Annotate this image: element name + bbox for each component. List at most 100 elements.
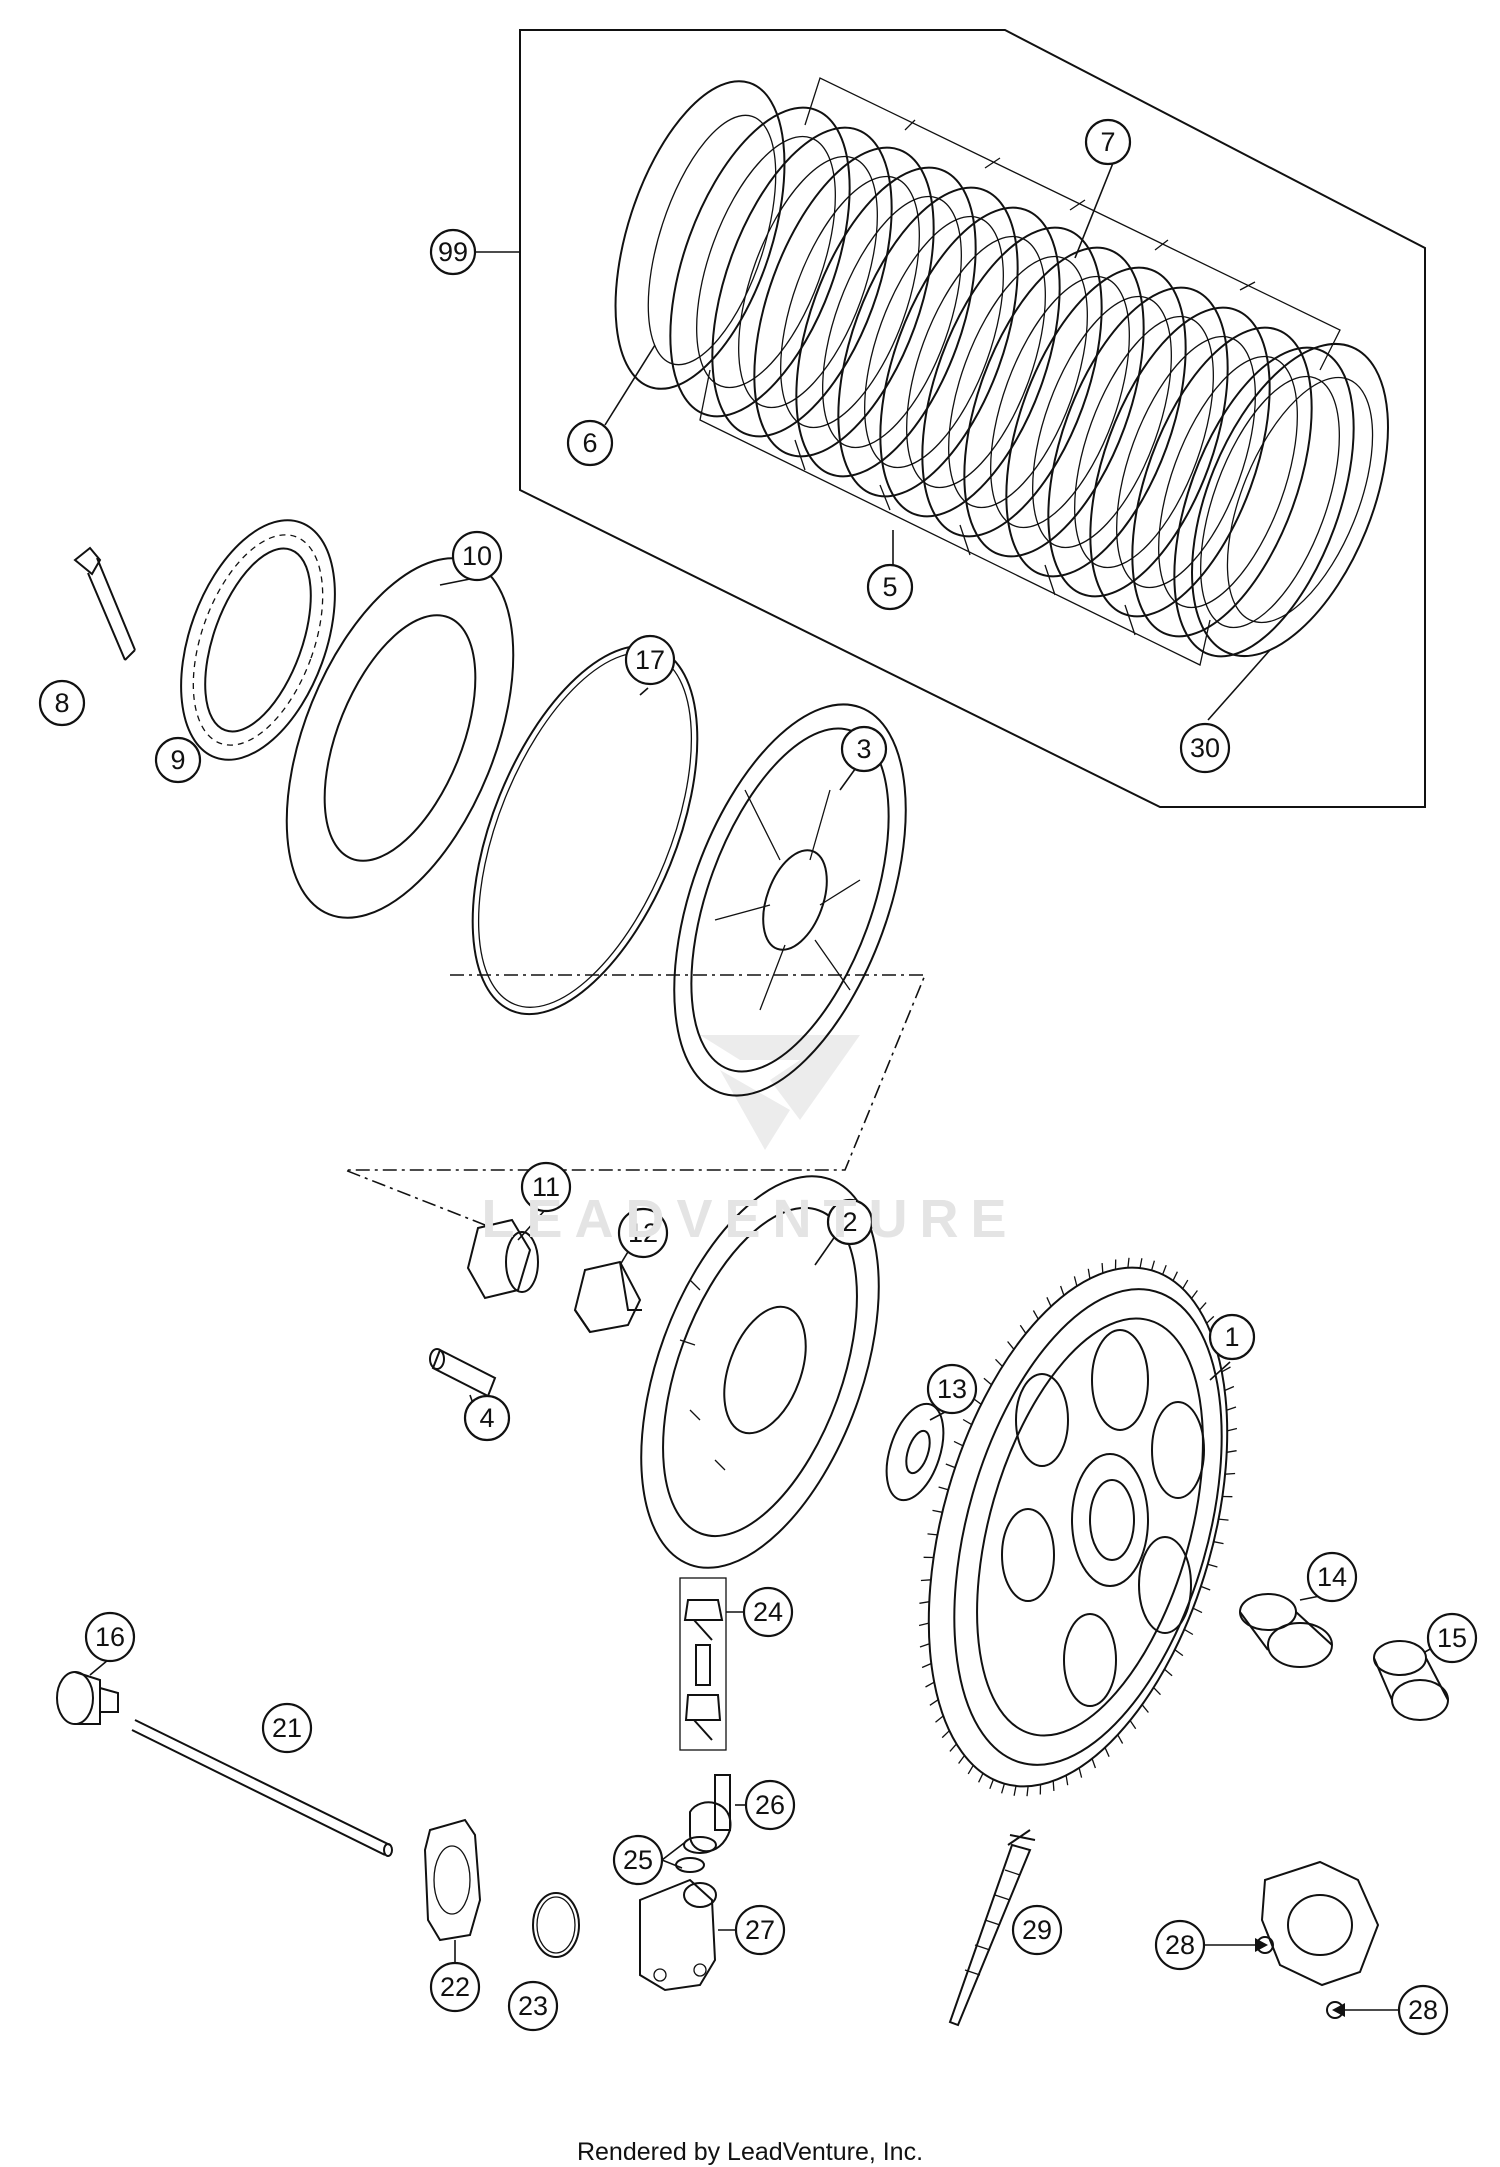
svg-text:1: 1 [1224, 1322, 1239, 1352]
gear-tooth [1225, 1387, 1234, 1391]
gear-tooth [919, 1623, 929, 1625]
bleeder-valve-kit-24 [680, 1578, 726, 1750]
clutch-disc [718, 124, 970, 480]
gear-tooth [1008, 1342, 1014, 1350]
slave-cylinder-27 [640, 1880, 716, 1990]
callout-8[interactable]: 8 [40, 681, 84, 725]
gear-tooth [1219, 1519, 1229, 1520]
gear-tooth [1102, 1263, 1103, 1273]
gear-tooth [1020, 1325, 1026, 1333]
gear-tooth [946, 1464, 955, 1468]
callout-3[interactable]: 3 [842, 727, 886, 771]
svg-text:14: 14 [1317, 1562, 1347, 1592]
gear-tooth [1130, 1721, 1136, 1729]
callout-5[interactable]: 5 [868, 565, 912, 609]
svg-text:25: 25 [623, 1845, 653, 1875]
gear-tooth [921, 1580, 931, 1581]
watermark-text: LEADVENTURE [0, 1188, 1500, 1250]
svg-text:24: 24 [753, 1597, 783, 1627]
callout-28-right[interactable]: 28 [1399, 1986, 1447, 2034]
callout-24[interactable]: 24 [744, 1588, 792, 1636]
callout-6[interactable]: 6 [568, 421, 612, 465]
pushrod-21 [132, 1720, 392, 1856]
gear-tooth [959, 1756, 965, 1764]
clutch-disc-stack [582, 61, 1428, 684]
gear-tooth [1200, 1303, 1207, 1311]
gear-tooth [979, 1773, 983, 1782]
callout-10[interactable]: 10 [453, 532, 501, 580]
svg-text:5: 5 [882, 572, 897, 602]
gear-tooth [968, 1765, 973, 1774]
callout-9[interactable]: 9 [156, 738, 200, 782]
gear-tooth [1154, 1688, 1161, 1695]
gear-tooth [1214, 1542, 1224, 1544]
svg-text:17: 17 [635, 645, 665, 675]
bracket-5 [700, 370, 1210, 665]
gear-tooth [1183, 1280, 1188, 1289]
gear-tooth [990, 1779, 994, 1788]
gear-tooth [1173, 1272, 1177, 1281]
callout-14[interactable]: 14 [1308, 1553, 1356, 1601]
gear-tooth [936, 1716, 944, 1722]
gear-tooth [1201, 1586, 1210, 1590]
gear-tooth [930, 1700, 938, 1706]
gear-tooth [942, 1731, 949, 1738]
callout-30[interactable]: 30 [1181, 724, 1229, 772]
svg-text:15: 15 [1437, 1623, 1467, 1653]
gear-tooth [1088, 1269, 1090, 1279]
gear-tooth [1066, 1775, 1068, 1785]
callout-22[interactable]: 22 [431, 1963, 479, 2011]
clutch-kit-frame [520, 30, 1425, 807]
clutch-disc [844, 184, 1096, 540]
callout-99[interactable]: 99 [431, 230, 475, 274]
svg-text:22: 22 [440, 1972, 470, 2002]
clutch-cover-28 [1257, 1862, 1378, 2018]
svg-text:99: 99 [438, 237, 468, 267]
banjo-fitting-26 [676, 1775, 730, 1872]
clutch-disc-inner [710, 139, 906, 425]
clutch-disc-30 [1152, 316, 1428, 683]
gear-tooth [1184, 1629, 1193, 1634]
callout-25[interactable]: 25 [614, 1836, 662, 1884]
leader-17 [640, 688, 648, 695]
gear-tooth [933, 1510, 943, 1512]
callout-7[interactable]: 7 [1086, 120, 1130, 164]
gear-tooth [996, 1359, 1003, 1366]
gear-tooth [1227, 1429, 1237, 1431]
callout-1[interactable]: 1 [1210, 1315, 1254, 1359]
svg-text:27: 27 [745, 1915, 775, 1945]
pin-4 [430, 1349, 495, 1396]
svg-text:16: 16 [95, 1622, 125, 1652]
leader-7 [1075, 158, 1115, 258]
callout-29[interactable]: 29 [1013, 1906, 1061, 1954]
lock-washer-12 [575, 1262, 642, 1332]
callout-17[interactable]: 17 [626, 636, 674, 684]
svg-text:6: 6 [582, 428, 597, 458]
callout-16[interactable]: 16 [86, 1613, 134, 1661]
callout-21[interactable]: 21 [263, 1704, 311, 1752]
callout-23[interactable]: 23 [509, 1982, 557, 2030]
clutch-disc [676, 104, 928, 460]
gear-tooth [920, 1644, 930, 1647]
gear-tooth [1142, 1705, 1148, 1713]
callout-26[interactable]: 26 [746, 1781, 794, 1829]
gear-tooth [984, 1378, 992, 1385]
gear-tooth [1152, 1261, 1155, 1271]
gear-tooth [1163, 1265, 1167, 1274]
gear-tooth [1175, 1650, 1183, 1656]
gear-tooth [1118, 1735, 1123, 1744]
callout-13[interactable]: 13 [928, 1365, 976, 1413]
watermark-logo [700, 1035, 860, 1150]
footer-credit: Rendered by LeadVenture, Inc. [0, 2138, 1500, 2167]
callout-28-left[interactable]: 28 [1156, 1921, 1204, 1969]
svg-text:30: 30 [1190, 733, 1220, 763]
callout-15[interactable]: 15 [1428, 1614, 1476, 1662]
svg-text:4: 4 [479, 1403, 494, 1433]
o-ring-23 [533, 1893, 579, 1957]
pushrod-piston-16 [57, 1672, 118, 1724]
bolt-8 [75, 548, 135, 660]
callout-27[interactable]: 27 [736, 1906, 784, 1954]
callout-4[interactable]: 4 [465, 1396, 509, 1440]
clutch-disc [970, 244, 1222, 600]
